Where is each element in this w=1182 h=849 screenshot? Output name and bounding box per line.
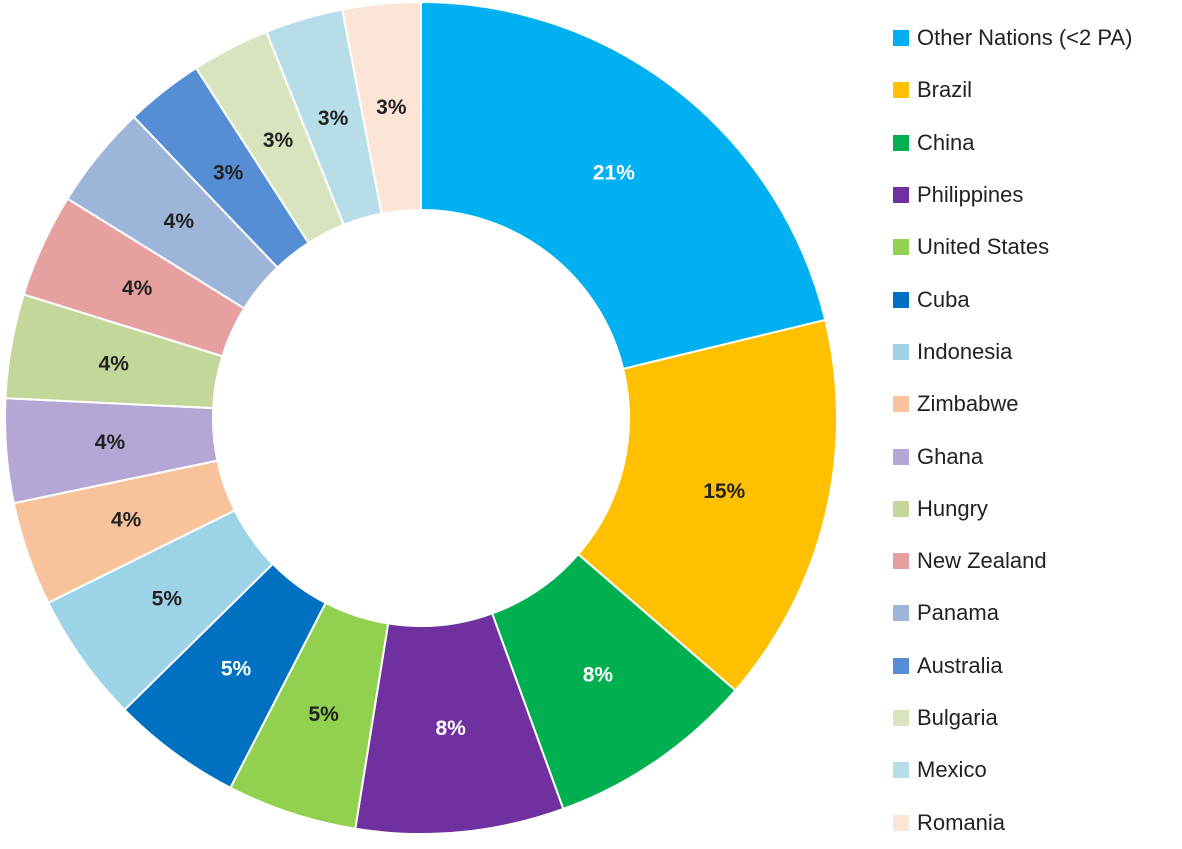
- legend-label: Other Nations (<2 PA): [917, 25, 1133, 51]
- legend-item-other-nations-2-pa: Other Nations (<2 PA): [893, 12, 1132, 64]
- slice-label-cuba: 5%: [221, 658, 252, 681]
- legend-label: Zimbabwe: [917, 391, 1019, 417]
- slice-label-philippines: 8%: [435, 717, 466, 740]
- legend-item-zimbabwe: Zimbabwe: [893, 378, 1132, 430]
- slice-label-romania: 3%: [376, 96, 407, 119]
- legend-swatch: [893, 396, 909, 413]
- legend-swatch: [893, 187, 909, 204]
- legend-swatch: [893, 82, 909, 99]
- legend-swatch: [893, 657, 909, 674]
- slice-label-australia: 3%: [213, 161, 244, 184]
- legend-item-ghana: Ghana: [893, 430, 1132, 482]
- legend-swatch: [893, 500, 909, 517]
- legend-label: Australia: [917, 652, 1003, 678]
- legend-swatch: [893, 239, 909, 256]
- legend-swatch: [893, 710, 909, 726]
- legend-label: Ghana: [917, 443, 984, 469]
- legend-swatch: [893, 291, 909, 308]
- legend-label: United States: [917, 234, 1050, 260]
- slice-label-zimbabwe: 4%: [111, 509, 142, 532]
- slice-label-bulgaria: 3%: [263, 129, 294, 152]
- legend-label: Bulgaria: [917, 705, 998, 730]
- slice-label-ghana: 4%: [95, 431, 126, 454]
- legend-swatch: [893, 605, 909, 622]
- legend-swatch: [893, 553, 909, 570]
- legend-label: Indonesia: [917, 338, 1013, 364]
- legend-label: New Zealand: [917, 548, 1047, 574]
- slice-label-brazil: 15%: [703, 480, 745, 503]
- slice-label-china: 8%: [583, 663, 614, 686]
- legend-swatch: [893, 134, 909, 151]
- legend-item-romania: Romania: [893, 796, 1132, 848]
- legend-item-hungry: Hungry: [893, 483, 1132, 535]
- legend-label: Cuba: [917, 286, 970, 312]
- legend-label: China: [917, 129, 975, 155]
- legend-item-philippines: Philippines: [893, 169, 1132, 221]
- slice-romania: [341, 0, 422, 215]
- legend-item-mexico: Mexico: [893, 744, 1132, 796]
- legend-item-cuba: Cuba: [893, 273, 1132, 325]
- legend-label: Romania: [917, 809, 1006, 835]
- legend-item-new-zealand: New Zealand: [893, 535, 1132, 587]
- donut-slices: [4, 0, 839, 835]
- legend-label: Philippines: [917, 182, 1024, 208]
- slice-label-mexico: 3%: [318, 107, 349, 130]
- legend-item-indonesia: Indonesia: [893, 326, 1132, 378]
- legend-swatch: [893, 762, 909, 779]
- legend-label: Brazil: [917, 77, 973, 103]
- slice-label-panama: 4%: [164, 210, 195, 233]
- legend-label: Panama: [917, 600, 999, 626]
- slice-label-new-zealand: 4%: [122, 277, 153, 300]
- legend-item-panama: Panama: [893, 587, 1132, 639]
- slice-label-united-states: 5%: [308, 703, 339, 726]
- legend-swatch: [893, 448, 909, 465]
- slice-labels: 21% 15% 8% 8% 5% 5% 5% 4% 4% 4% 4% 4% 3% 3% 3% 3%: [95, 96, 746, 740]
- slice-label-indonesia: 5%: [152, 587, 183, 610]
- legend-swatch: [893, 814, 909, 831]
- legend-swatch: [893, 343, 909, 360]
- slice-brazil: [576, 318, 839, 692]
- legend-item-china: China: [893, 117, 1132, 169]
- legend-label: Hungry: [917, 495, 988, 521]
- legend-item-bulgaria: Bulgaria: [893, 692, 1132, 744]
- slice-other-nations-2-pa: [420, 0, 827, 371]
- slice-label-other-nations-2-pa: 21%: [593, 161, 635, 184]
- slice-label-hungry: 4%: [99, 352, 130, 375]
- legend-item-australia: Australia: [893, 640, 1132, 692]
- legend-item-brazil: Brazil: [893, 64, 1132, 116]
- legend-label: Mexico: [917, 757, 987, 783]
- legend-swatch: [893, 30, 909, 47]
- legend-item-united-states: United States: [893, 221, 1132, 273]
